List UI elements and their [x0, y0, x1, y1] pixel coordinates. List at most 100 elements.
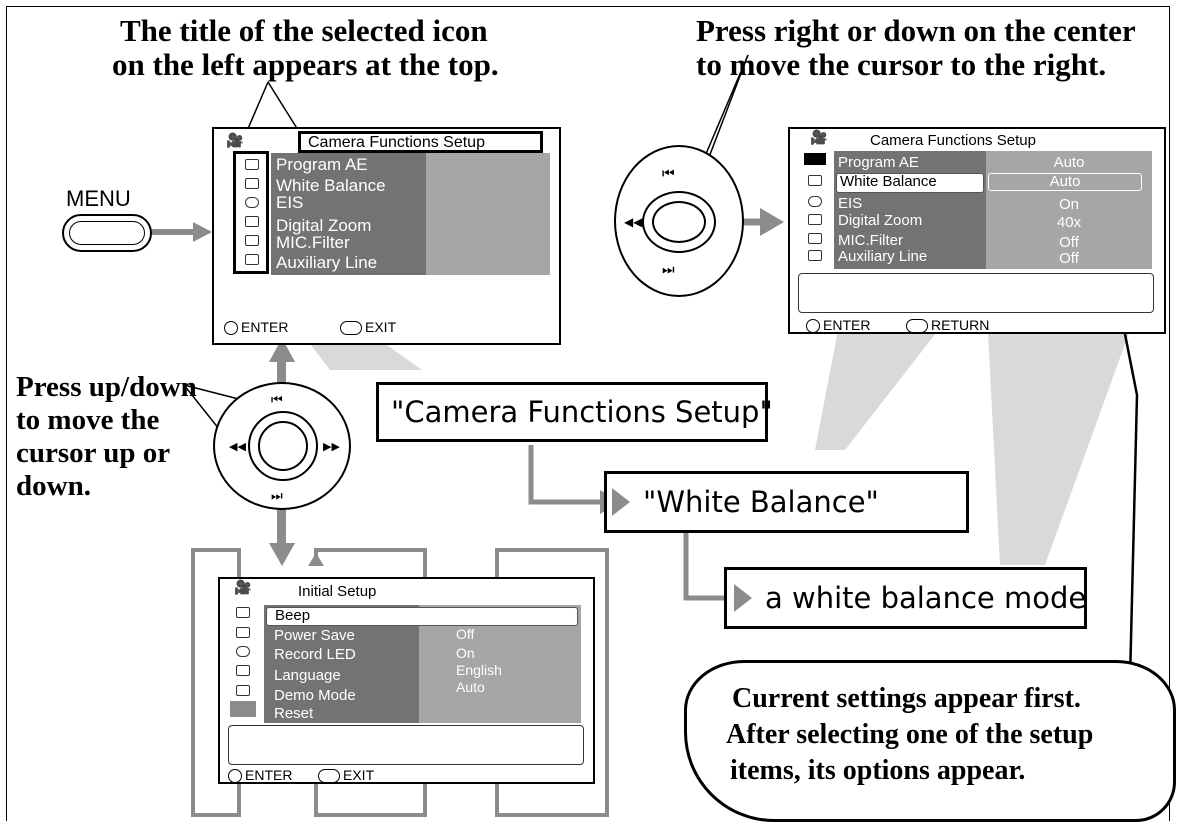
- setup-icon: [808, 250, 822, 261]
- screen3-item-beep-selected[interactable]: Beep: [266, 607, 578, 626]
- screen-initial-setup: 🎥 Initial Setup Beep Power Save Record L…: [218, 577, 595, 784]
- cone-from-values: [985, 275, 1150, 565]
- tape-icon: [245, 159, 259, 170]
- screen3-value-demo-mode: Auto: [456, 679, 485, 695]
- screen3-info-area: [228, 725, 584, 765]
- screen1-item-eis[interactable]: EIS: [276, 193, 304, 212]
- screen1-item-mic-filter[interactable]: MIC.Filter: [276, 233, 350, 252]
- grid-icon: [245, 235, 259, 246]
- screen1-footer-enter: ENTER: [224, 319, 288, 336]
- caption-title-selected-line2: on the left appears at the top.: [112, 47, 499, 82]
- card-icon: [236, 627, 250, 638]
- tape-icon-selected: [804, 153, 826, 165]
- screen3-item-reset[interactable]: Reset: [274, 705, 314, 722]
- screen3-item-record-led[interactable]: Record LED: [274, 646, 356, 663]
- label-box-white-balance: "White Balance": [604, 471, 969, 533]
- caption-up-down-line4: down.: [16, 470, 91, 502]
- disc-icon: [236, 646, 250, 657]
- camera-icon: 🎥: [226, 132, 244, 148]
- label-box-white-balance-mode: a white balance mode: [724, 567, 1087, 629]
- screen2-item-eis[interactable]: EIS: [838, 195, 863, 212]
- setup-icon-selected: [230, 701, 256, 717]
- title-highlight-box: [298, 131, 543, 153]
- menu-button[interactable]: [62, 214, 152, 252]
- grid-icon: [808, 233, 822, 244]
- screen1-menu-panel: [271, 153, 426, 275]
- screen2-footer-enter: ENTER: [806, 317, 870, 334]
- camera-icon: 🎥: [234, 579, 252, 595]
- screen2-item-program-ae[interactable]: Program AE: [838, 154, 919, 171]
- bubble-line3: items, its options appear.: [730, 755, 1026, 786]
- screen1-item-digital-zoom[interactable]: Digital Zoom: [276, 216, 372, 235]
- stop-icon: [906, 319, 928, 334]
- screen3-value-beep: On: [456, 609, 475, 625]
- menu-label: MENU: [66, 186, 131, 211]
- dial-up-down-control[interactable]: ⏮ ⏭ ◀◀ ▶▶: [213, 382, 351, 510]
- screen3-footer-enter: ENTER: [228, 767, 292, 784]
- skip-forward-icon: ⏭: [662, 261, 675, 277]
- screen1-item-auxiliary-line[interactable]: Auxiliary Line: [276, 253, 378, 272]
- screen2-title: Camera Functions Setup: [870, 132, 1036, 149]
- screen3-value-power-save: Off: [456, 626, 475, 642]
- screen3-item-language[interactable]: Language: [274, 667, 341, 684]
- card-icon: [808, 175, 822, 186]
- screen2-value-white-balance[interactable]: Auto: [988, 173, 1142, 191]
- enter-icon: [806, 319, 820, 334]
- screen2-value-panel: [986, 151, 1152, 269]
- screen2-item-mic-filter[interactable]: MIC.Filter: [838, 232, 903, 249]
- caption-up-down-line2: to move the: [16, 404, 160, 436]
- bubble-line1: Current settings appear first.: [732, 683, 1081, 714]
- screen3-title: Initial Setup: [298, 583, 377, 600]
- bubble-line2: After selecting one of the setup: [726, 719, 1094, 750]
- enter-icon: [224, 321, 238, 336]
- screen1-value-panel: [426, 153, 550, 275]
- tape-icon: [236, 607, 250, 618]
- caption-title-selected-line1: The title of the selected icon: [120, 13, 488, 48]
- dial-right-control[interactable]: ⏮ ⏭ ◀◀: [614, 145, 744, 297]
- screen-camera-functions: 🎥 Camera Functions Setup Program AE Whit…: [212, 127, 561, 345]
- disc-icon: [808, 196, 822, 207]
- screen1-footer-exit: EXIT: [340, 319, 396, 336]
- screen2-value-eis: On: [1058, 196, 1079, 213]
- screen2-item-auxiliary-line[interactable]: Auxiliary Line: [838, 248, 928, 265]
- screen1-item-program-ae[interactable]: Program AE: [276, 155, 368, 174]
- disc-icon: [245, 197, 259, 208]
- camera-icon: 🎥: [810, 129, 828, 145]
- rewind-icon: ◀◀: [624, 215, 643, 229]
- caption-press-right-line2: to move the cursor to the right.: [696, 47, 1107, 82]
- box-arrow-icon: [612, 488, 630, 516]
- screen2-footer-return: RETURN: [906, 317, 989, 334]
- dial-center-button[interactable]: [258, 421, 308, 471]
- display-icon: [808, 214, 822, 225]
- card-icon: [245, 178, 259, 189]
- screen3-item-power-save[interactable]: Power Save: [274, 627, 355, 644]
- icon-column-highlight: [233, 151, 269, 274]
- screen3-item-demo-mode[interactable]: Demo Mode: [274, 687, 356, 704]
- screen2-value-program-ae: Auto: [1053, 154, 1085, 171]
- screen2-value-auxiliary-line: Off: [1059, 250, 1079, 267]
- screen2-info-area: [798, 273, 1154, 313]
- dial-center-button[interactable]: [652, 201, 706, 243]
- screen2-value-mic-filter: Off: [1059, 234, 1079, 251]
- grid-icon: [236, 685, 250, 696]
- stop-icon: [340, 321, 362, 336]
- display-icon: [245, 216, 259, 227]
- screen2-item-white-balance-selected[interactable]: White Balance: [836, 173, 984, 193]
- caption-up-down-line3: cursor up or: [16, 437, 171, 469]
- caption-press-right-line1: Press right or down on the center: [696, 13, 1136, 48]
- screen1-title: Camera Functions Setup: [308, 134, 485, 151]
- screen3-value-language: English: [456, 662, 502, 678]
- screen2-item-digital-zoom[interactable]: Digital Zoom: [838, 212, 923, 229]
- skip-back-icon: ⏮: [271, 392, 283, 407]
- fast-forward-icon: ▶▶: [323, 441, 340, 453]
- screen2-menu-panel: [834, 151, 986, 269]
- screen3-footer-exit: EXIT: [318, 767, 374, 784]
- screen3-value-record-led: On: [456, 645, 475, 661]
- callout-bubble: [684, 660, 1176, 822]
- display-icon: [236, 665, 250, 676]
- dial-ring: [642, 191, 716, 253]
- screen-camera-functions-values: 🎥 Camera Functions Setup Program AE Whit…: [788, 127, 1166, 334]
- screen1-item-white-balance[interactable]: White Balance: [276, 176, 386, 195]
- stop-icon: [318, 769, 340, 784]
